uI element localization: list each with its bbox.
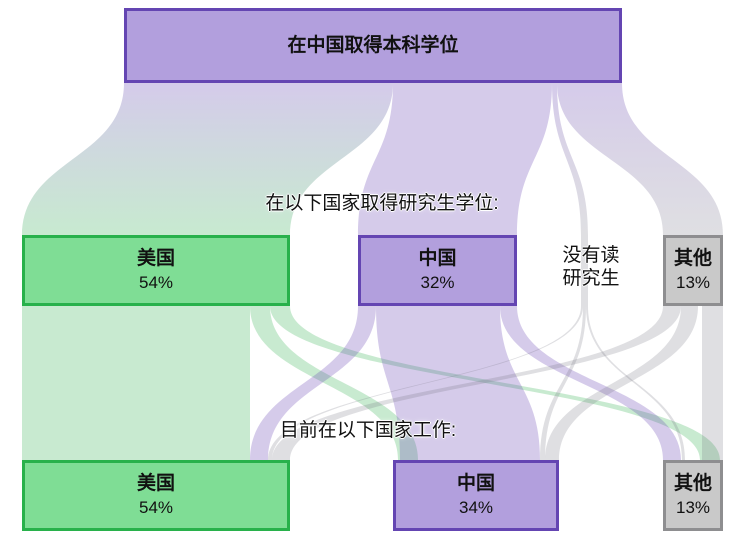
flow-ribbons — [22, 83, 723, 460]
node-work-china-value: 34% — [458, 498, 494, 517]
node-grad-china-value: 32% — [420, 273, 455, 292]
node-grad-us: 美国 54% — [22, 235, 290, 306]
flow-no-grad-to-no-grad — [581, 235, 588, 306]
flow-grad-us-to-work-us — [22, 306, 250, 460]
no-grad-line2: 研究生 — [562, 268, 620, 289]
flow-grad-china-to-work-us — [250, 306, 376, 460]
node-work-china: 中国 34% — [393, 460, 559, 531]
node-grad-us-value: 54% — [138, 273, 174, 292]
node-work-china-label: 中国 — [456, 473, 495, 494]
flow-grad-us-to-work-china — [250, 306, 418, 460]
node-bachelor-china-label: 在中国取得本科学位 — [287, 34, 459, 56]
flow-grad-other-to-work-us — [272, 306, 681, 460]
work-section-label: 目前在以下国家工作: — [279, 420, 457, 441]
node-grad-other-value: 13% — [675, 273, 711, 292]
grad-degree-section-label: 在以下国家取得研究生学位: — [265, 193, 499, 214]
flow-grad-china-to-work-other — [500, 306, 681, 460]
flow-no-grad-to-work-other — [586, 306, 685, 460]
node-grad-other: 其他 13% — [663, 235, 723, 306]
no-grad-line1: 没有读 — [562, 245, 620, 266]
flow-bachelor-china-to-no-grad — [552, 83, 588, 235]
node-grad-china-label: 中国 — [418, 248, 457, 269]
node-grad-other-label: 其他 — [673, 248, 712, 269]
flow-bachelor-china-to-grad-other — [557, 83, 723, 235]
flow-grad-other-to-work-other — [702, 306, 723, 460]
flow-bachelor-china-to-grad-china — [358, 83, 552, 235]
node-bachelor-china: 在中国取得本科学位 — [124, 8, 622, 83]
flow-no-grad-to-work-china — [540, 306, 586, 460]
node-grad-us-label: 美国 — [136, 248, 175, 269]
flow-no-grad-to-work-us — [268, 306, 583, 460]
node-work-other-value: 13% — [675, 498, 711, 517]
node-work-us-value: 54% — [138, 498, 174, 517]
node-grad-china: 中国 32% — [358, 235, 517, 306]
node-work-other-label: 其他 — [673, 473, 712, 494]
flow-grad-china-to-work-china — [376, 306, 540, 460]
flow-bachelor-china-to-grad-us — [22, 83, 393, 235]
node-work-other: 其他 13% — [663, 460, 723, 531]
node-no-grad-label: 没有读 研究生 — [556, 244, 626, 290]
node-work-us: 美国 54% — [22, 460, 290, 531]
node-work-us-label: 美国 — [136, 473, 175, 494]
flow-grad-other-to-work-china — [545, 306, 698, 460]
flow-grad-us-to-work-other — [270, 306, 720, 460]
